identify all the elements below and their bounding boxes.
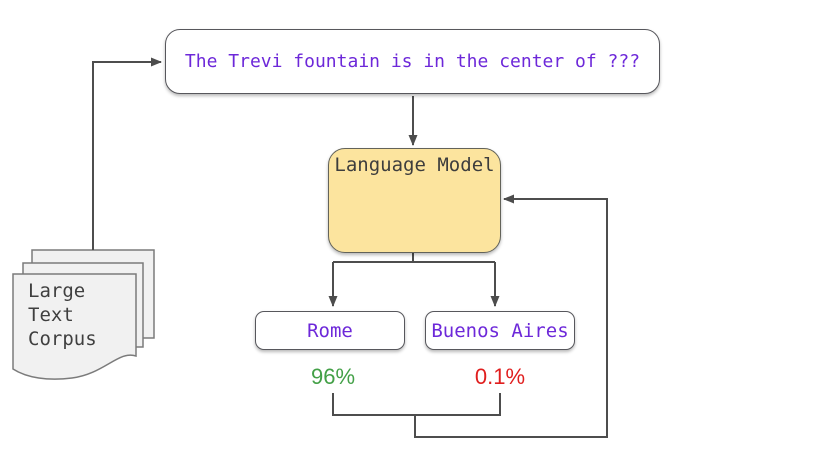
answer-label-rome: Rome xyxy=(307,319,353,342)
prompt-text: The Trevi fountain is in the center of ?… xyxy=(184,51,641,72)
answer-box-rome: Rome xyxy=(255,311,405,350)
arrow-feedback-to-model xyxy=(414,194,608,438)
probability-rome: 96% xyxy=(310,364,356,389)
arrow-corpus-to-prompt xyxy=(92,57,162,250)
corpus-page-front xyxy=(12,273,137,380)
corpus-label: Large Text Corpus xyxy=(28,280,97,350)
language-model-title: Language Model xyxy=(334,154,495,176)
corpus-stack xyxy=(12,249,155,380)
prompt-box: The Trevi fountain is in the center of ?… xyxy=(165,29,660,94)
probability-buenos-aires: 0.1% xyxy=(474,364,526,389)
language-model-box: Language Model xyxy=(328,148,501,253)
answer-label-buenos-aires: Buenos Aires xyxy=(431,319,569,342)
feedback-collector xyxy=(332,393,501,416)
answer-box-buenos-aires: Buenos Aires xyxy=(425,311,575,350)
